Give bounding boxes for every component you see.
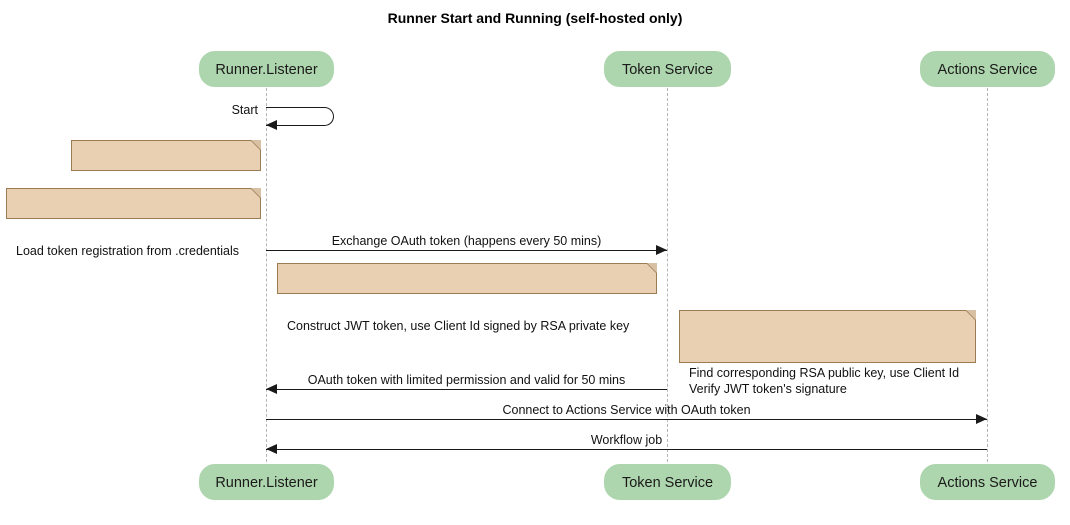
message-label-oauth-return: OAuth token with limited permission and … xyxy=(307,373,626,387)
note-load-credentials: Load token registration from .credential… xyxy=(6,188,261,258)
diagram-title: Runner Start and Running (self-hosted on… xyxy=(387,10,683,26)
lifeline-runner xyxy=(266,88,267,462)
note-load-credentials-text: Load token registration from .credential… xyxy=(16,244,240,258)
participant-runner-bottom[interactable]: Runner.Listener xyxy=(199,464,334,500)
participant-actions-bottom[interactable]: Actions Service xyxy=(920,464,1055,500)
message-label-start: Start xyxy=(231,103,258,117)
note-load-config: Load config info from .runner xyxy=(71,140,261,210)
message-line-connect-actions xyxy=(266,419,987,420)
message-line-exchange-oauth xyxy=(266,250,667,251)
arrow-head-exchange-oauth xyxy=(656,245,667,255)
lifeline-actions xyxy=(987,88,988,462)
message-label-exchange-oauth: Exchange OAuth token (happens every 50 m… xyxy=(331,234,602,248)
message-label-workflow-job: Workflow job xyxy=(590,433,663,447)
message-line-workflow-job xyxy=(266,449,987,450)
lifeline-token xyxy=(667,88,668,462)
participant-runner-top[interactable]: Runner.Listener xyxy=(199,51,334,87)
note-construct-jwt: Construct JWT token, use Client Id signe… xyxy=(277,263,657,333)
note-verify-signature: Find corresponding RSA public key, use C… xyxy=(679,310,976,396)
note-verify-signature-text: Find corresponding RSA public key, use C… xyxy=(689,366,960,396)
self-loop-start xyxy=(266,107,334,126)
message-line-oauth-return xyxy=(266,389,667,390)
arrow-head-start xyxy=(266,120,277,130)
message-label-connect-actions: Connect to Actions Service with OAuth to… xyxy=(502,403,751,417)
arrow-head-oauth-return xyxy=(266,384,277,394)
note-construct-jwt-text: Construct JWT token, use Client Id signe… xyxy=(287,319,630,333)
arrow-head-workflow-job xyxy=(266,444,277,454)
participant-token-bottom[interactable]: Token Service xyxy=(604,464,731,500)
participant-token-top[interactable]: Token Service xyxy=(604,51,731,87)
participant-actions-top[interactable]: Actions Service xyxy=(920,51,1055,87)
arrow-head-connect-actions xyxy=(976,414,987,424)
